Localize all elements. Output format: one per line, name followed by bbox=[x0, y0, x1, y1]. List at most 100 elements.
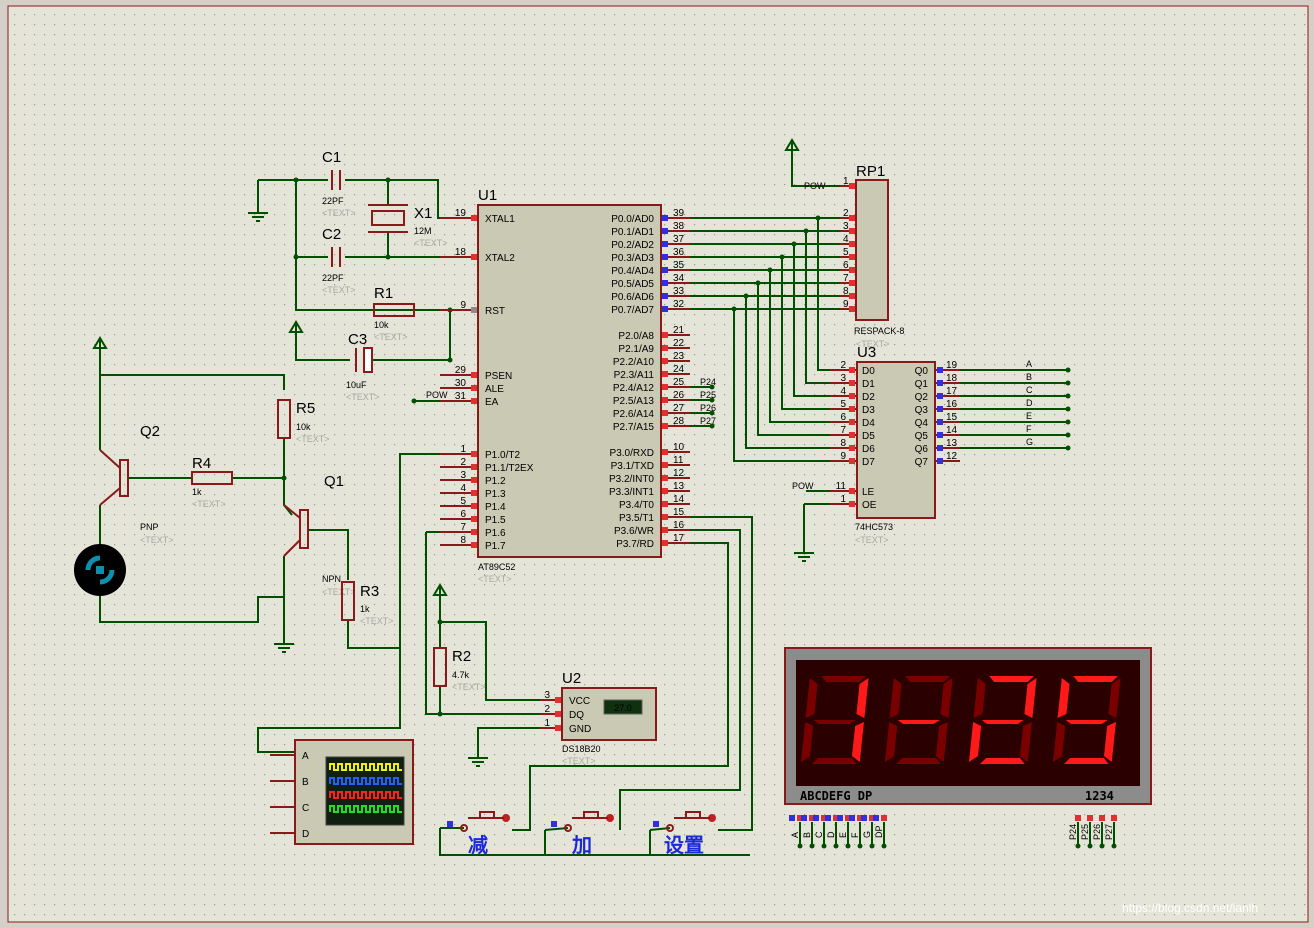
pin-marker bbox=[861, 815, 867, 821]
motor[interactable] bbox=[74, 544, 126, 596]
u3-pin-num: 15 bbox=[946, 412, 958, 423]
display-segment bbox=[1065, 720, 1108, 724]
display-segment bbox=[1019, 722, 1032, 762]
pin-marker bbox=[849, 306, 855, 312]
display-segment bbox=[889, 678, 902, 718]
pin-marker bbox=[937, 393, 943, 399]
display-segment bbox=[811, 758, 857, 764]
oscilloscope[interactable]: ABCD bbox=[270, 739, 414, 845]
pin-marker bbox=[471, 451, 477, 457]
u3-pin-num: 4 bbox=[840, 386, 846, 397]
junction-dot bbox=[709, 410, 715, 416]
u1-pin-num: 9 bbox=[460, 300, 466, 311]
display-seg-pin-label: C bbox=[814, 831, 824, 838]
cap-value: 22PF bbox=[322, 196, 344, 206]
rp1-body[interactable] bbox=[855, 179, 889, 321]
q1-type: NPN bbox=[322, 574, 341, 584]
pin-marker bbox=[471, 254, 477, 260]
pin-marker bbox=[555, 697, 561, 703]
r5-body bbox=[277, 399, 291, 439]
push-button[interactable]: 减 bbox=[460, 811, 510, 857]
u1-pin-name: P3.1/TXD bbox=[611, 461, 654, 472]
push-button[interactable]: 设置 bbox=[664, 811, 716, 857]
pin-marker bbox=[849, 501, 855, 507]
u1-part: AT89C52 bbox=[478, 562, 515, 572]
u1-pin-num: 30 bbox=[455, 378, 467, 389]
display-digit-pin-label: P27 bbox=[1104, 824, 1114, 840]
pin-marker bbox=[873, 815, 879, 821]
u1-body[interactable] bbox=[477, 204, 662, 558]
u1-pin-num: 33 bbox=[673, 286, 685, 297]
display-digit-label: 1234 bbox=[1085, 789, 1114, 803]
u1-pin-name: PSEN bbox=[485, 371, 512, 382]
r1-ref: R1 bbox=[374, 285, 393, 302]
u1-pin-num: 19 bbox=[455, 208, 467, 219]
junction-dot bbox=[1065, 432, 1071, 438]
u3-pow-label: POW bbox=[792, 481, 814, 491]
u1-pin-num: 32 bbox=[673, 299, 685, 310]
pin-marker bbox=[551, 821, 557, 827]
u2-pin-num: 2 bbox=[544, 704, 550, 715]
junction-dot bbox=[709, 423, 715, 429]
pin-marker bbox=[849, 393, 855, 399]
display-segment bbox=[851, 722, 864, 762]
u1-pin-name: P2.3/A11 bbox=[614, 370, 655, 381]
u3-pin-name: D6 bbox=[862, 444, 875, 455]
display-segment bbox=[935, 722, 948, 762]
junction-dot bbox=[803, 228, 809, 234]
u3-pin-num: 2 bbox=[840, 360, 846, 371]
u2-ref: U2 bbox=[562, 670, 581, 687]
junction-dot bbox=[293, 254, 299, 260]
u1-pin-num: 16 bbox=[673, 520, 685, 531]
pin-marker bbox=[813, 815, 819, 821]
scope-trace bbox=[329, 777, 402, 785]
rp1-pin-num: 2 bbox=[843, 208, 849, 219]
u3-latch[interactable]: U374HC573<TEXT>2D03D14D25D36D47D58D69D71… bbox=[792, 344, 1033, 545]
u1-pin-num: 1 bbox=[460, 444, 466, 455]
u3-body[interactable] bbox=[856, 361, 936, 519]
junction-dot bbox=[411, 398, 417, 404]
pin-marker bbox=[937, 406, 943, 412]
u3-net-label: B bbox=[1026, 372, 1032, 382]
pin-marker bbox=[471, 385, 477, 391]
pin-marker bbox=[662, 215, 668, 221]
u3-net-label: E bbox=[1026, 411, 1032, 421]
u1-pin-name: P3.7/RD bbox=[616, 539, 654, 550]
pin-marker bbox=[662, 423, 668, 429]
display-segment bbox=[1103, 722, 1116, 762]
display-seg-pin-label: B bbox=[802, 832, 812, 838]
display-segment bbox=[895, 758, 941, 764]
pin-marker bbox=[471, 464, 477, 470]
r2-resistor[interactable]: R24.7k<TEXT> bbox=[433, 647, 486, 692]
r4-value: 1k bbox=[192, 487, 202, 497]
pin-marker bbox=[1099, 815, 1105, 821]
u1-pin-num: 8 bbox=[460, 535, 466, 546]
u3-pin-name: D0 bbox=[862, 366, 875, 377]
display-segment bbox=[989, 676, 1034, 682]
pin-marker bbox=[837, 815, 843, 821]
u1-pin-name: RST bbox=[485, 306, 505, 317]
push-button[interactable]: 加 bbox=[564, 811, 614, 857]
display-segment bbox=[821, 676, 866, 682]
pin-marker bbox=[849, 215, 855, 221]
u3-ref: U3 bbox=[857, 344, 876, 361]
u1-microcontroller[interactable]: U1AT89C52<TEXT>19XTAL118XTAL29RST29PSEN3… bbox=[426, 187, 716, 584]
motor-arc bbox=[85, 555, 101, 571]
button-label: 减 bbox=[468, 833, 488, 857]
u1-pin-num: 28 bbox=[673, 416, 685, 427]
ground-symbol bbox=[274, 636, 294, 653]
